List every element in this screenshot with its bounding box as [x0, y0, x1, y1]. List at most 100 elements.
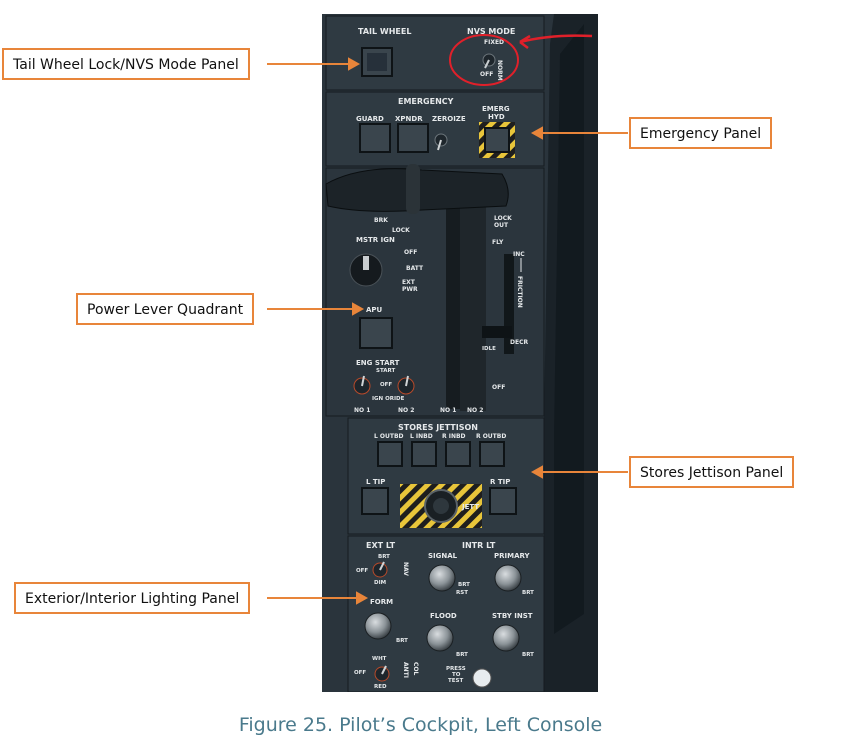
svg-text:FRICTION: FRICTION	[516, 276, 523, 308]
svg-text:FIXED: FIXED	[484, 39, 504, 46]
svg-text:BRT: BRT	[456, 652, 468, 658]
svg-text:NO 1: NO 1	[440, 407, 456, 414]
tail-wheel-nvs-panel: TAIL WHEEL NVS MODE FIXED NORM OFF	[325, 15, 593, 91]
r-tip-button[interactable]	[489, 487, 517, 515]
svg-text:PRIMARY: PRIMARY	[494, 552, 531, 560]
svg-text:PWR: PWR	[402, 286, 418, 293]
svg-text:IDLE: IDLE	[482, 346, 496, 352]
svg-text:LOCK: LOCK	[494, 215, 512, 222]
svg-text:NO 2: NO 2	[398, 407, 414, 414]
tail-wheel-label: TAIL WHEEL	[358, 27, 411, 36]
svg-text:EMERG: EMERG	[482, 105, 510, 113]
svg-text:OFF: OFF	[480, 71, 493, 78]
svg-text:RST: RST	[456, 590, 468, 596]
svg-text:FLOOD: FLOOD	[430, 612, 457, 620]
svg-text:BRT: BRT	[378, 554, 390, 560]
l-tip-button[interactable]	[361, 487, 389, 515]
svg-text:STORES JETTISON: STORES JETTISON	[398, 423, 478, 432]
svg-text:NORM: NORM	[496, 60, 503, 81]
svg-text:EXT: EXT	[402, 279, 416, 286]
r-inbd-button[interactable]	[445, 441, 471, 467]
xpndr-button[interactable]	[397, 123, 429, 153]
svg-text:START: START	[376, 368, 396, 374]
svg-text:DECR: DECR	[510, 339, 528, 346]
svg-text:ZEROIZE: ZEROIZE	[432, 115, 466, 123]
power-lever-quadrant: BRK LOCK LOCK OUT FLY MSTR IGN OFF BATT …	[325, 164, 545, 417]
callout-stores-jettison: Stores Jettison Panel	[629, 456, 795, 488]
svg-text:R TIP: R TIP	[490, 478, 510, 486]
svg-text:INC: INC	[513, 251, 525, 258]
callout-power-lever-quadrant: Power Lever Quadrant	[76, 293, 255, 325]
stby-inst-knob[interactable]	[492, 624, 520, 652]
red-annotation-circle	[449, 34, 519, 86]
press-to-test-button[interactable]	[472, 668, 492, 688]
svg-text:FLY: FLY	[492, 239, 504, 246]
svg-text:XPNDR: XPNDR	[395, 115, 423, 123]
svg-text:NAV: NAV	[402, 562, 409, 576]
callout-lighting-panel: Exterior/Interior Lighting Panel	[14, 582, 251, 614]
svg-text:OUT: OUT	[494, 222, 509, 229]
svg-text:HYD: HYD	[488, 113, 505, 121]
svg-text:ANTI: ANTI	[402, 662, 409, 678]
svg-text:OFF: OFF	[492, 384, 505, 391]
nvs-mode-label: NVS MODE	[467, 27, 515, 36]
svg-text:L INBD: L INBD	[410, 433, 433, 440]
guard-button[interactable]	[359, 123, 391, 153]
svg-text:MSTR IGN: MSTR IGN	[356, 236, 395, 244]
svg-text:EMERGENCY: EMERGENCY	[398, 97, 454, 106]
svg-text:R INBD: R INBD	[442, 433, 466, 440]
svg-text:OFF: OFF	[380, 382, 392, 388]
flood-knob[interactable]	[426, 624, 454, 652]
svg-text:OFF: OFF	[404, 249, 417, 256]
svg-text:BRK: BRK	[374, 217, 388, 224]
stores-jettison-panel: STORES JETTISON L OUTBD L INBD R INBD R …	[347, 417, 545, 535]
svg-text:BATT: BATT	[406, 265, 424, 272]
svg-text:GUARD: GUARD	[356, 115, 384, 123]
signal-knob[interactable]	[428, 564, 456, 592]
friction-lever[interactable]	[482, 326, 512, 338]
svg-text:BRT: BRT	[396, 638, 408, 644]
svg-text:LOCK: LOCK	[392, 227, 410, 234]
svg-text:BRT: BRT	[522, 652, 534, 658]
svg-text:DIM: DIM	[374, 580, 386, 586]
svg-text:L TIP: L TIP	[366, 478, 385, 486]
svg-text:APU: APU	[366, 306, 383, 314]
primary-knob[interactable]	[494, 564, 522, 592]
svg-text:OFF: OFF	[354, 670, 366, 676]
svg-text:JETT: JETT	[461, 503, 479, 511]
apu-button[interactable]	[359, 317, 393, 349]
svg-text:RED: RED	[374, 684, 387, 690]
figure-caption: Figure 25. Pilot’s Cockpit, Left Console	[238, 714, 603, 736]
callout-tail-wheel-nvs: Tail Wheel Lock/NVS Mode Panel	[2, 48, 250, 80]
svg-text:INTR LT: INTR LT	[462, 541, 496, 550]
svg-text:PRESS: PRESS	[446, 666, 466, 672]
svg-text:NO 2: NO 2	[467, 407, 483, 414]
svg-text:OFF: OFF	[356, 568, 368, 574]
svg-text:R OUTBD: R OUTBD	[476, 433, 506, 440]
svg-text:IGN ORIDE: IGN ORIDE	[372, 396, 405, 402]
svg-text:L OUTBD: L OUTBD	[374, 433, 404, 440]
svg-text:NO 1: NO 1	[354, 407, 370, 414]
svg-text:EXT LT: EXT LT	[366, 541, 396, 550]
svg-text:TO: TO	[452, 672, 461, 678]
svg-text:TEST: TEST	[448, 678, 463, 684]
svg-text:SIGNAL: SIGNAL	[428, 552, 458, 560]
friction-slot	[504, 254, 514, 354]
svg-text:WHT: WHT	[372, 656, 387, 662]
red-annotation-arrow	[519, 34, 593, 44]
formation-light-knob[interactable]	[364, 612, 392, 640]
svg-text:FORM: FORM	[370, 598, 393, 606]
emerg-hyd-button[interactable]	[484, 127, 510, 153]
svg-text:STBY INST: STBY INST	[492, 612, 533, 620]
svg-text:BRT: BRT	[458, 582, 470, 588]
l-outbd-button[interactable]	[377, 441, 403, 467]
r-outbd-button[interactable]	[479, 441, 505, 467]
emergency-panel: EMERGENCY GUARD XPNDR ZEROIZE EMERG HYD	[325, 91, 545, 167]
callout-emergency-panel: Emergency Panel	[629, 117, 773, 149]
cockpit-console-image: TAIL WHEEL NVS MODE FIXED NORM OFF EMERG…	[322, 14, 598, 692]
svg-text:COL: COL	[412, 662, 419, 676]
l-inbd-button[interactable]	[411, 441, 437, 467]
lighting-panel: EXT LT INTR LT BRT OFF DIM NAV SIGNAL PR…	[347, 535, 545, 692]
svg-text:BRT: BRT	[522, 590, 534, 596]
